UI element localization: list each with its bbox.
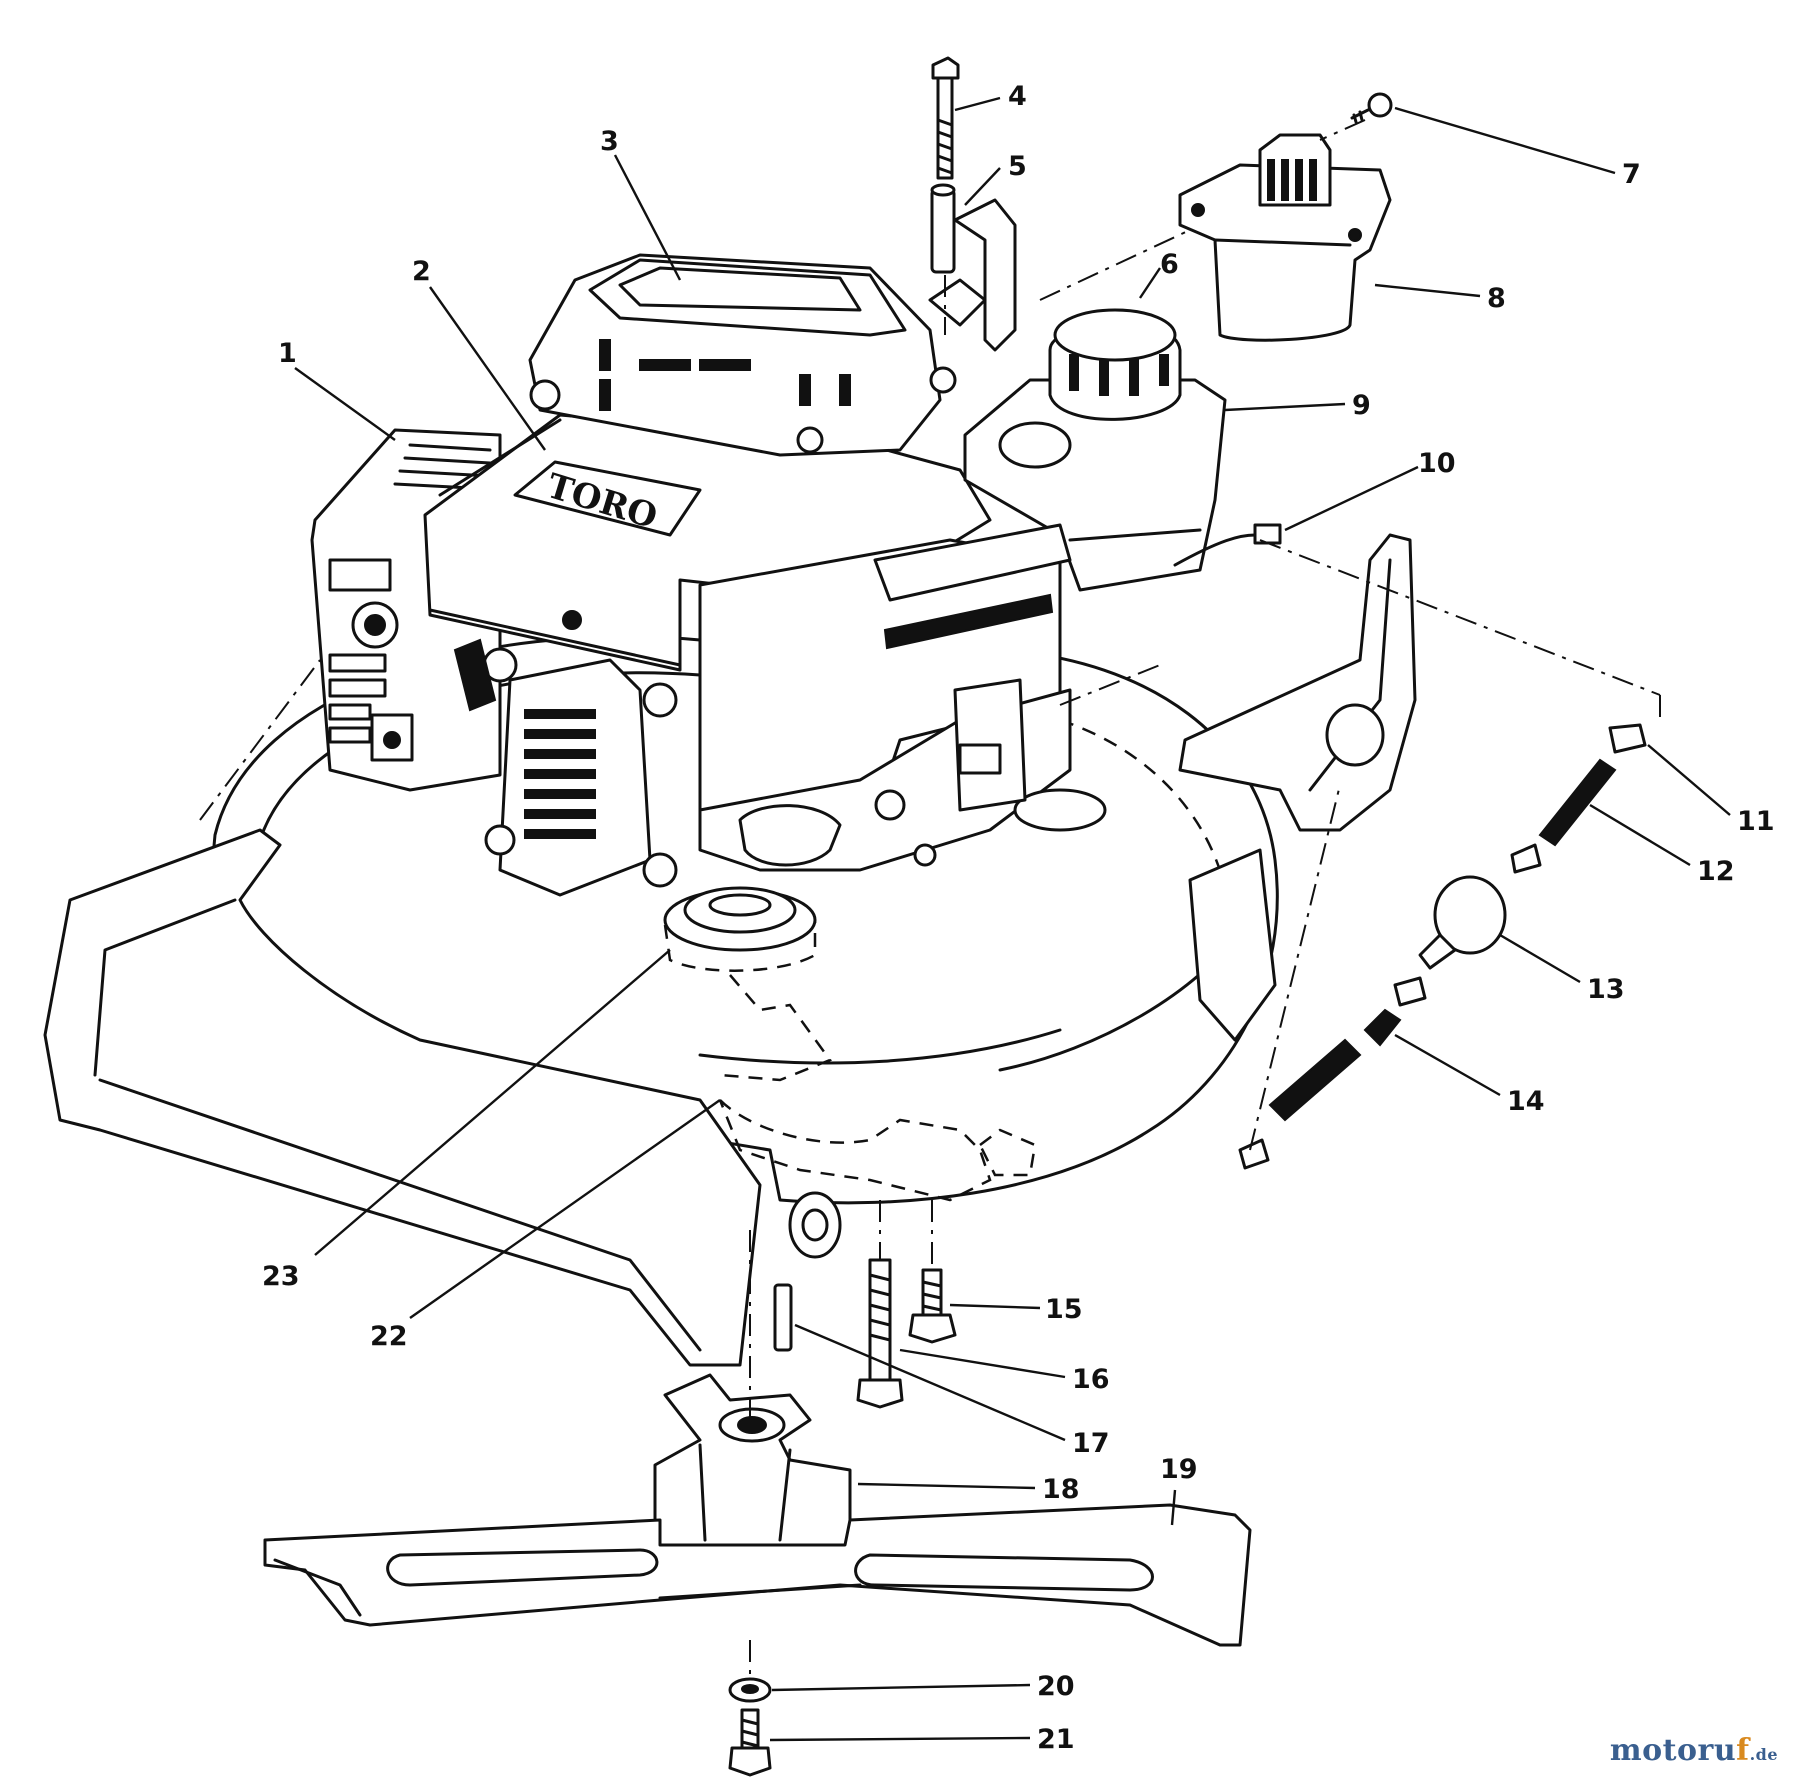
callout-20: 20 <box>1037 1671 1075 1702</box>
part-10-connector <box>1173 523 1282 567</box>
engine: TORO <box>310 198 1227 972</box>
callout-4: 4 <box>1008 81 1027 112</box>
callout-10: 10 <box>1418 448 1456 479</box>
part-5-spacer <box>930 183 956 274</box>
callout-22: 22 <box>370 1321 408 1352</box>
fuel-line-assembly <box>1238 723 1647 1170</box>
callout-21: 21 <box>1037 1724 1075 1755</box>
hidden-drive-parts <box>718 974 1037 1259</box>
callout-13: 13 <box>1587 974 1625 1005</box>
callout-labels: 1 2 3 4 5 6 7 8 9 10 11 12 13 14 15 16 1… <box>262 81 1775 1755</box>
callout-23: 23 <box>262 1261 300 1292</box>
callout-1: 1 <box>278 338 297 369</box>
part-20-washer <box>728 1677 772 1703</box>
callout-19: 19 <box>1160 1454 1198 1485</box>
part-15-bolt <box>908 1268 957 1344</box>
part-7-screw <box>1350 92 1393 124</box>
callout-18: 18 <box>1042 1474 1080 1505</box>
callout-6: 6 <box>1160 249 1179 280</box>
part-16-bolt <box>856 1258 904 1409</box>
part-8-starter <box>1178 133 1392 342</box>
leader-lines <box>294 96 1731 1742</box>
callout-5: 5 <box>1008 151 1027 182</box>
part-4-bolt <box>931 56 960 180</box>
callout-3: 3 <box>600 126 619 157</box>
part-17-pin <box>773 1283 793 1352</box>
watermark-text-1: motoru <box>1609 1733 1737 1768</box>
part-21-bolt <box>728 1708 772 1777</box>
callout-7: 7 <box>1622 159 1641 190</box>
callout-14: 14 <box>1507 1086 1545 1117</box>
part-19-blade <box>263 1503 1252 1647</box>
callout-11: 11 <box>1737 806 1775 837</box>
callout-15: 15 <box>1045 1294 1083 1325</box>
part-18-adapter <box>653 1373 852 1552</box>
callout-12: 12 <box>1697 856 1735 887</box>
callout-9: 9 <box>1352 390 1371 421</box>
watermark-text-3: .de <box>1749 1745 1778 1764</box>
callout-8: 8 <box>1487 283 1506 314</box>
assembly-lines <box>199 119 1661 1680</box>
watermark-text-2: f <box>1736 1733 1750 1768</box>
callout-17: 17 <box>1072 1428 1110 1459</box>
callout-2: 2 <box>412 256 431 287</box>
watermark-logo: motoruf.de <box>1610 1733 1778 1768</box>
callout-16: 16 <box>1072 1364 1110 1395</box>
